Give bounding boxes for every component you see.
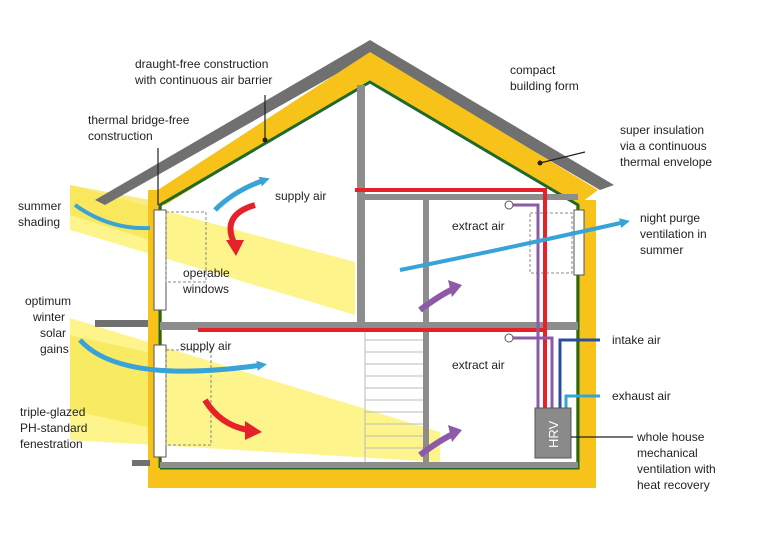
supply-air-curve-upper-head <box>226 240 244 256</box>
supply-air-curve-lower-head <box>245 421 262 440</box>
extract-duct-lower <box>513 336 554 408</box>
label-intake-air: intake air <box>612 333 661 347</box>
hrv-label: HRV <box>546 420 561 448</box>
label-supply-air-lower: supply air <box>180 339 231 353</box>
extract-air-arrow-lower-head <box>448 425 462 442</box>
supply-duct-upper <box>355 188 547 455</box>
extract-vent-lower <box>504 333 514 343</box>
upper-window <box>153 209 167 311</box>
leader-dot <box>262 137 268 143</box>
staircase <box>364 330 423 462</box>
label-extract-air-upper: extract air <box>452 219 505 233</box>
night-purge-arrow <box>399 218 630 272</box>
extract-vent-upper <box>504 200 514 210</box>
label-solar-gains: optimum winter solar gains <box>25 294 74 356</box>
interior-wall-lower <box>423 330 429 462</box>
supply-air-curve-lower <box>202 398 249 433</box>
exhaust-duct <box>564 394 600 408</box>
label-whole-house: whole house mechanical ventilation with … <box>636 430 719 492</box>
interior-ceiling <box>365 194 578 200</box>
ground-floor-slab <box>160 462 578 468</box>
solar-gain-arrow <box>78 338 267 374</box>
label-thermal-bridge: thermal bridge-free construction <box>88 113 193 143</box>
leader-super-insulation <box>539 151 586 164</box>
label-super-insulation: super insulation via a continuous therma… <box>620 123 712 169</box>
ground-step <box>132 460 150 466</box>
window-open-sash-lower <box>165 349 212 446</box>
label-supply-air-upper: supply air <box>275 189 326 203</box>
window-open-sash <box>165 211 207 283</box>
label-operable-windows: operable windows <box>182 266 233 296</box>
intake-duct <box>558 338 600 408</box>
label-compact: compact building form <box>510 63 579 93</box>
leader-dot <box>537 160 543 166</box>
label-extract-air-lower: extract air <box>452 358 505 372</box>
label-exhaust-air: exhaust air <box>612 389 671 403</box>
label-night-purge: night purge ventilation in summer <box>640 211 710 257</box>
hrv-unit <box>534 407 572 459</box>
sunlight-lower-beam-core <box>70 335 160 430</box>
extract-duct-upper <box>513 203 540 408</box>
label-summer-shading: summer shading <box>18 199 65 229</box>
upper-floor-slab <box>160 322 578 330</box>
lower-window <box>153 344 167 458</box>
floor-insulation <box>148 468 596 488</box>
label-triple-glazed: triple-glazed PH-standard fenestration <box>20 405 91 451</box>
label-draught-free: draught-free construction with continuou… <box>134 57 272 87</box>
balcony-overhang <box>95 320 148 327</box>
extract-air-arrow-upper-head <box>448 280 462 297</box>
right-upper-window <box>573 209 585 276</box>
supply-air-arrow-upper <box>213 176 270 212</box>
interior-wall-right <box>423 195 429 322</box>
right-window-open-sash <box>529 212 573 274</box>
interior-wall-upper <box>357 85 365 322</box>
summer-shading-arrow <box>73 203 151 231</box>
